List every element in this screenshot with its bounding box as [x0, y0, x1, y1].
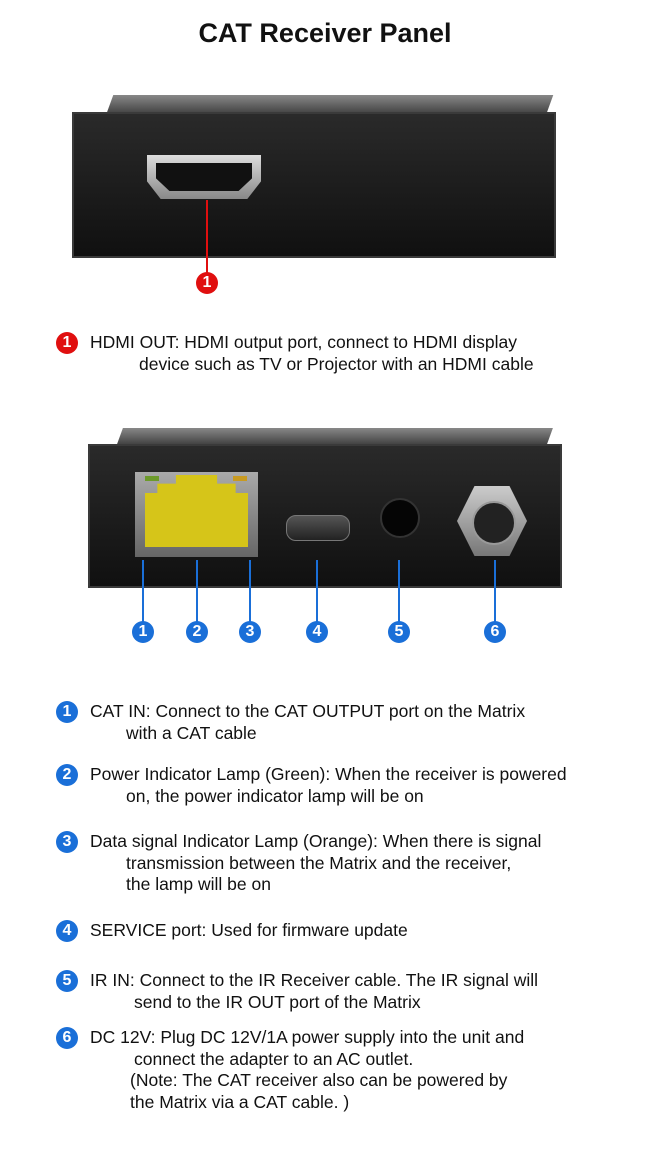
cat-marker-1: 1	[132, 621, 154, 643]
item-number: 1	[56, 701, 78, 723]
cat-marker-3: 3	[239, 621, 261, 643]
cat-marker-5: 5	[388, 621, 410, 643]
cat-marker-6: 6	[484, 621, 506, 643]
item-number: 5	[56, 970, 78, 992]
item-number: 4	[56, 920, 78, 942]
item-number: 2	[56, 764, 78, 786]
text-line: (Note: The CAT receiver also can be powe…	[130, 1070, 508, 1090]
page-title: CAT Receiver Panel	[198, 18, 452, 48]
marker-line-4	[316, 560, 318, 622]
hdmi-marker-line	[206, 200, 208, 275]
text-line: CAT IN: Connect to the CAT OUTPUT port o…	[90, 701, 526, 721]
text-line: the Matrix via a CAT cable. )	[130, 1091, 350, 1112]
marker-line-5	[398, 560, 400, 622]
text-line: Data signal Indicator Lamp (Orange): Whe…	[90, 831, 542, 851]
item-number: 3	[56, 831, 78, 853]
cat-marker-4: 4	[306, 621, 328, 643]
text-line: device such as TV or Projector with an H…	[139, 353, 534, 374]
hdmi-item-number: 1	[56, 332, 78, 354]
dc-jack-opening	[472, 501, 516, 545]
text-line: send to the IR OUT port of the Matrix	[134, 991, 421, 1012]
marker-line-1	[142, 560, 144, 622]
orange-data-led	[233, 476, 247, 481]
device-front-face	[72, 112, 556, 258]
marker-line-3	[249, 560, 251, 622]
text-line: transmission between the Matrix and the …	[126, 852, 512, 873]
hdmi-marker-1: 1	[196, 272, 218, 294]
item-number: 6	[56, 1027, 78, 1049]
ir-in-jack-icon	[380, 498, 420, 538]
green-power-led	[145, 476, 159, 481]
rj45-yellow-insert	[145, 475, 248, 547]
text-line: SERVICE port: Used for firmware update	[90, 920, 408, 940]
device-top-surface	[106, 95, 554, 113]
text-line: Power Indicator Lamp (Green): When the r…	[90, 764, 567, 784]
text-line: connect the adapter to an AC outlet.	[134, 1048, 414, 1069]
text-line: HDMI OUT: HDMI output port, connect to H…	[90, 332, 517, 352]
text-line: the lamp will be on	[126, 874, 271, 894]
hdmi-item-description: HDMI OUT: HDMI output port, connect to H…	[90, 332, 534, 375]
text-line: with a CAT cable	[126, 722, 257, 743]
marker-line-6	[494, 560, 496, 622]
device-top-surface	[117, 428, 553, 444]
text-line: on, the power indicator lamp will be on	[126, 785, 424, 806]
hdmi-port-opening	[156, 163, 252, 191]
micro-usb-service-port-icon	[286, 515, 350, 541]
rj45-port-icon	[135, 472, 258, 557]
marker-line-2	[196, 560, 198, 622]
text-line: DC 12V: Plug DC 12V/1A power supply into…	[90, 1027, 525, 1047]
cat-marker-2: 2	[186, 621, 208, 643]
text-line: IR IN: Connect to the IR Receiver cable.…	[90, 970, 539, 990]
